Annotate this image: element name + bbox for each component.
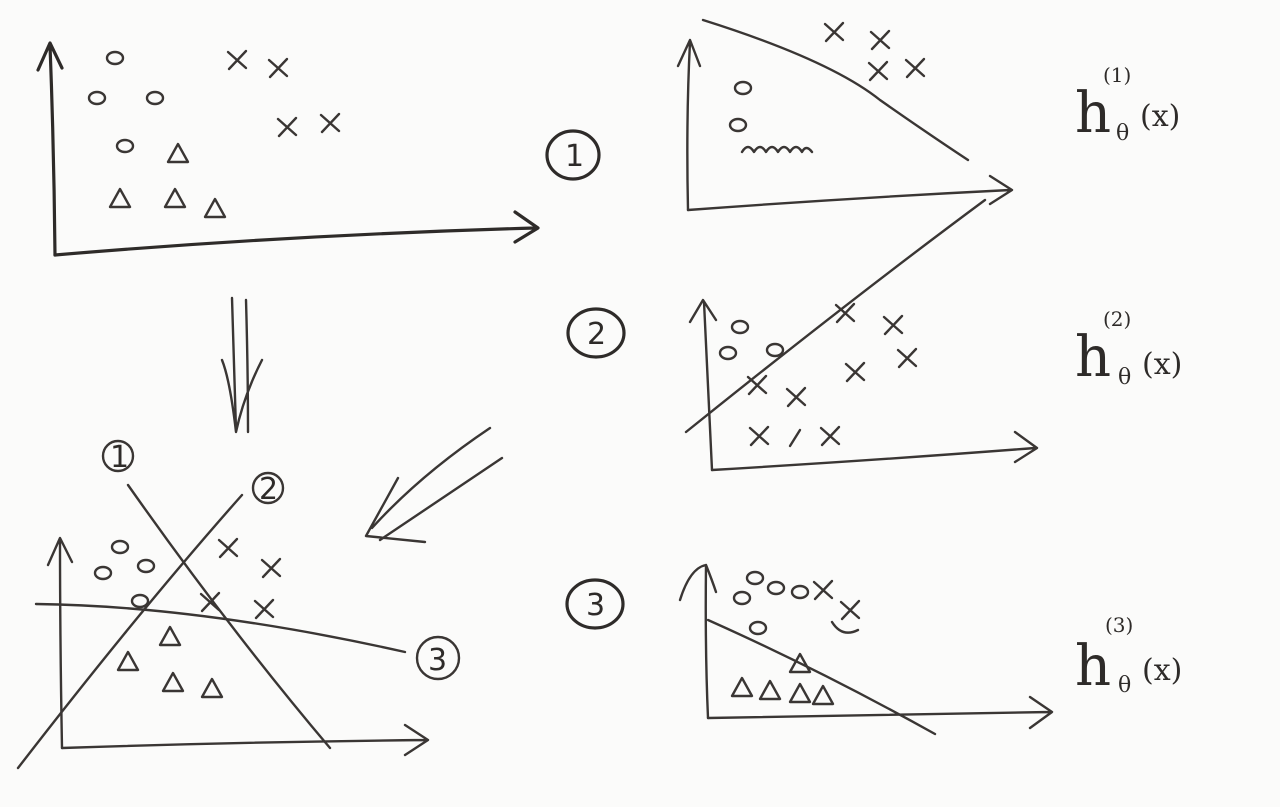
step-3-number: 3 [565,578,625,630]
svg-text:θ: θ [1118,673,1131,698]
svg-text:2: 2 [587,317,606,352]
x-axis [60,723,430,757]
circle-points [718,319,785,361]
x-axis [686,174,1014,212]
y-axis [36,41,64,257]
triangle-points [116,625,224,699]
svg-text:3: 3 [428,643,447,678]
svg-text:(x): (x) [1142,653,1182,688]
svg-text:(2): (2) [1103,307,1131,331]
y-axis [678,563,718,720]
line-label-1: 1 [101,439,135,475]
step-3-plot [678,563,1054,736]
step-1: 1 h (1) θ (x) [545,18,1180,212]
boundary-curve [701,18,970,162]
combined-plot: 1 2 3 [16,439,461,770]
cross-points [199,537,282,620]
boundary-line-3 [34,602,407,654]
svg-text:2: 2 [259,472,278,507]
hypothesis-2: h (2) θ (x) [1075,307,1182,390]
hypothesis-1: h (1) θ (x) [1075,63,1180,146]
y-axis [46,536,74,750]
triangle-points [730,652,835,706]
svg-text:3: 3 [586,588,605,623]
svg-text:h: h [1075,634,1111,699]
svg-text:(x): (x) [1142,347,1182,382]
svg-text:h: h [1075,81,1111,146]
y-axis [688,298,718,472]
x-axis [710,430,1039,472]
boundary-line-2 [16,493,244,770]
svg-text:(1): (1) [1103,63,1131,87]
step-2-plot [688,298,1039,472]
original-multiclass-plot [36,41,540,257]
svg-text:1: 1 [565,139,584,174]
step-2: 2 h (2) θ [566,298,1182,472]
svg-text:(3): (3) [1105,613,1133,637]
circle-points [728,80,814,154]
triangle-points [108,142,227,219]
circle-points [732,570,810,636]
step-1-number: 1 [545,129,601,181]
down-arrow [220,296,264,434]
step-1-plot [676,18,1014,212]
svg-text:(x): (x) [1140,99,1180,134]
boundary-line [706,618,937,736]
circle-points [87,50,165,154]
svg-text:θ: θ [1118,365,1131,390]
svg-text:θ: θ [1116,121,1129,146]
cross-points [812,579,861,634]
line-label-2: 2 [251,471,285,507]
svg-text:1: 1 [110,440,129,475]
circle-points [93,539,156,609]
line-label-3: 3 [415,635,461,681]
y-axis [676,38,702,212]
diagonal-arrow [364,426,504,544]
step-2-number: 2 [566,307,626,359]
svg-text:h: h [1075,325,1111,390]
x-axis [53,210,540,257]
separator-stroke [684,198,987,434]
cross-points [226,49,341,138]
boundary-line-1 [126,483,332,750]
hypothesis-3: h (3) θ (x) [1075,613,1182,699]
cross-points [746,302,918,448]
cross-points [823,21,926,82]
step-3: 3 [565,563,1182,736]
x-axis [706,695,1054,730]
